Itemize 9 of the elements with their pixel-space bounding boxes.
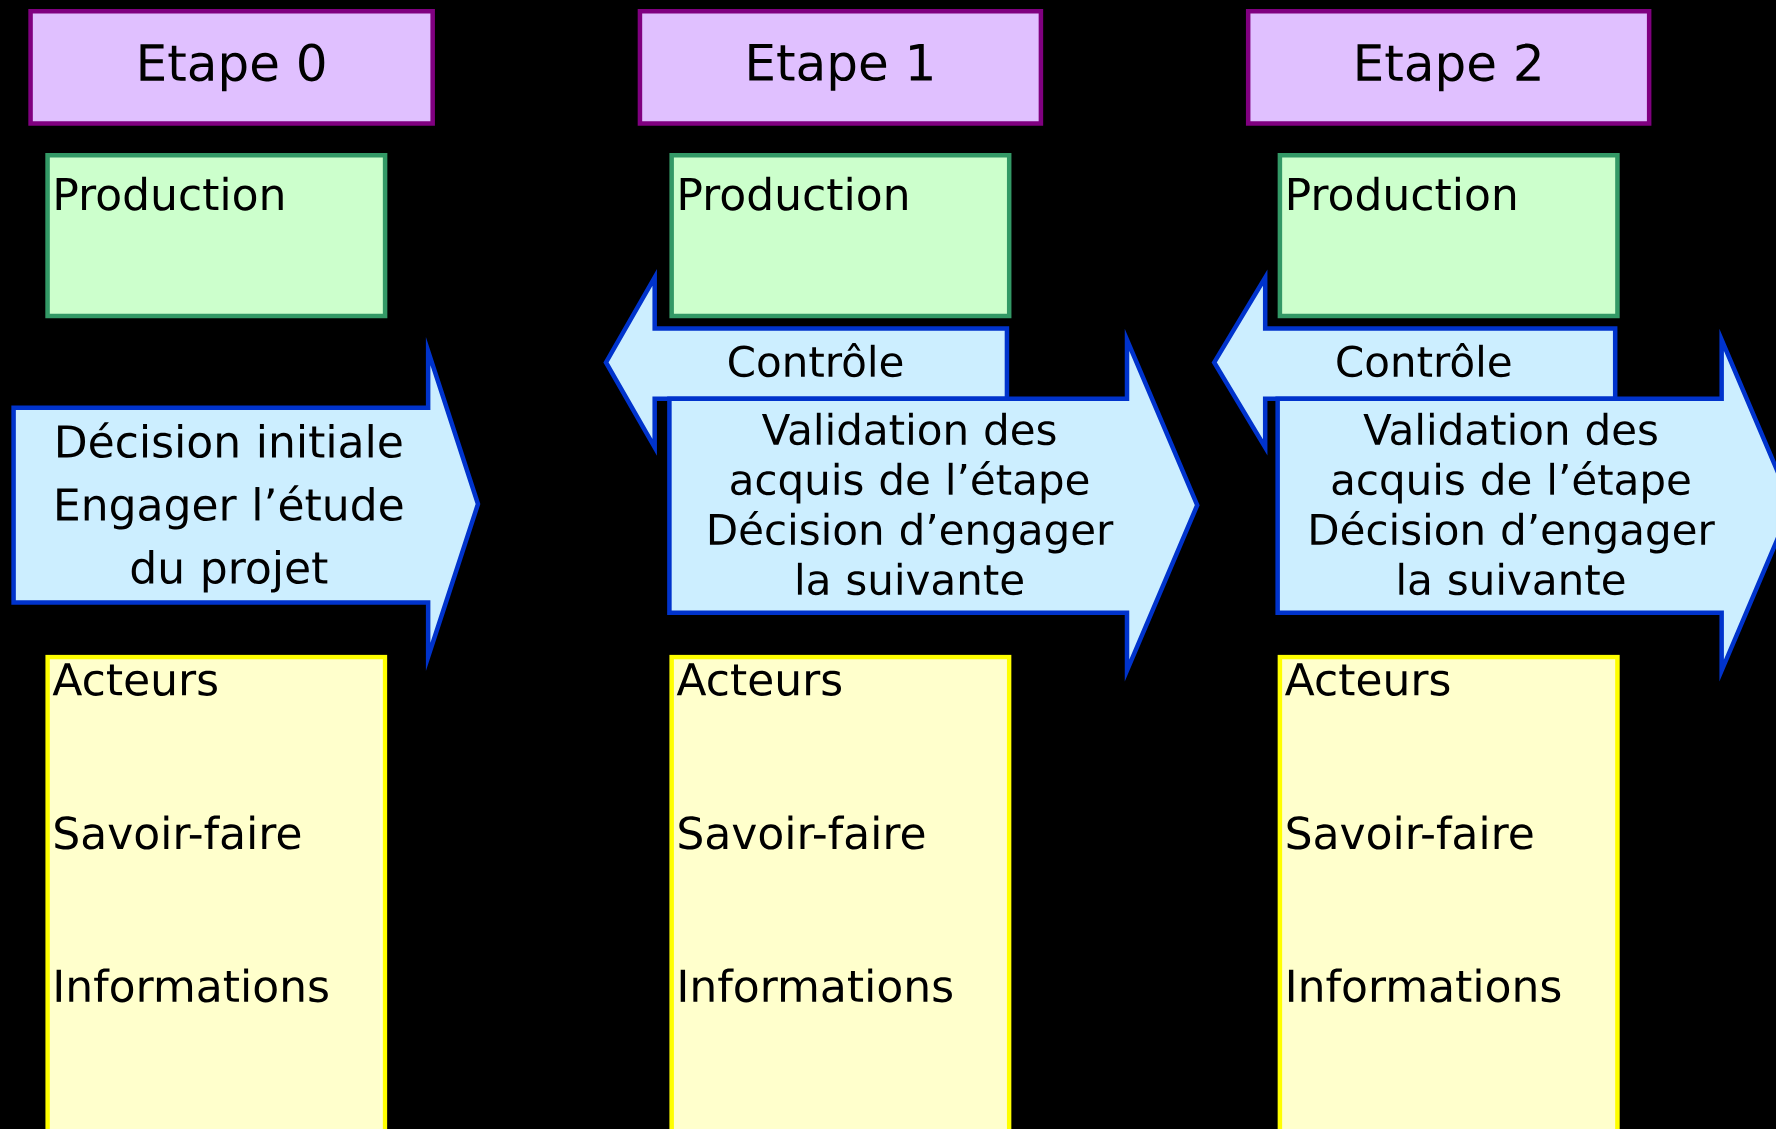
resources-box: Acteurs Savoir-faire Informations xyxy=(669,654,1012,1129)
stage-header-box: Etape 0 xyxy=(28,9,435,126)
resources-box: Acteurs Savoir-faire Informations xyxy=(45,654,388,1129)
resources-box: Acteurs Savoir-faire Informations xyxy=(1277,654,1620,1129)
production-box: Production xyxy=(669,152,1012,319)
production-box: Production xyxy=(1277,152,1620,319)
stage-header-box: Etape 1 xyxy=(637,9,1044,126)
stage-header-box: Etape 2 xyxy=(1245,9,1652,126)
production-box: Production xyxy=(45,152,388,319)
